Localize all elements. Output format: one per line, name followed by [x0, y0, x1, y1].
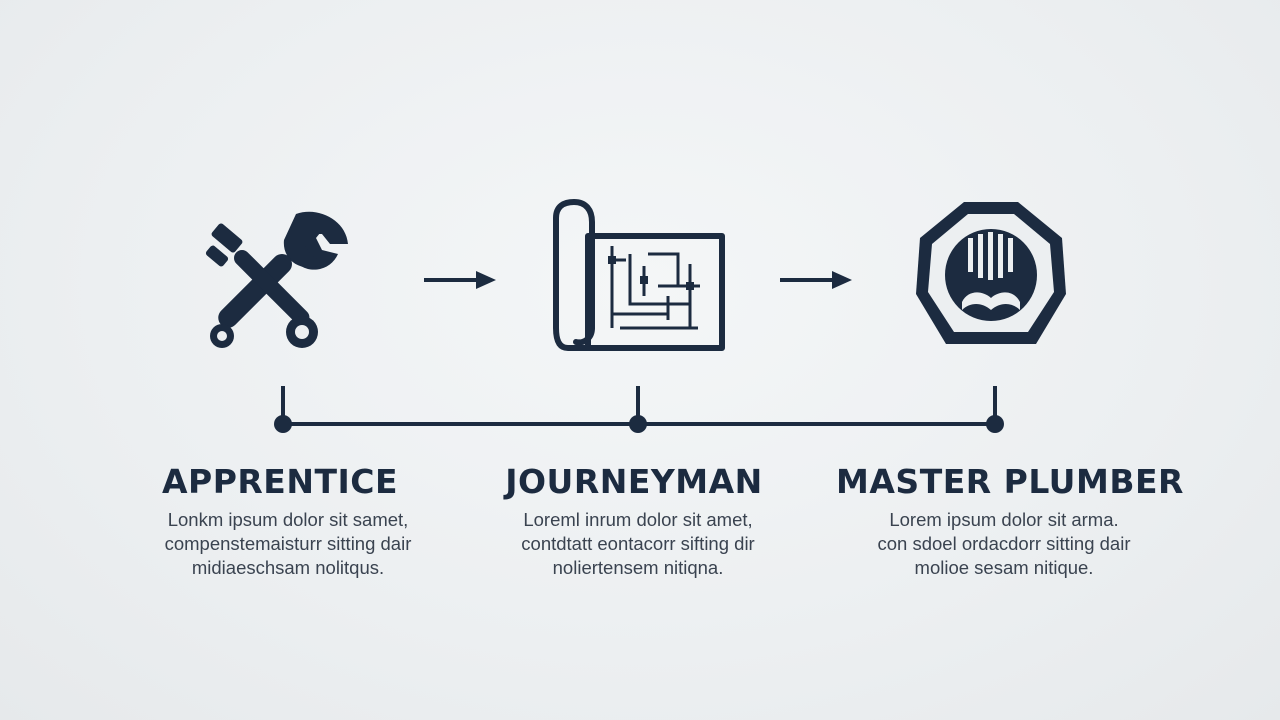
description-line: compenstemaisturr sitting dair: [164, 533, 412, 554]
description-line: noliertensem nitiqna.: [552, 557, 724, 578]
arrow-right-icon: [424, 271, 496, 289]
step-description-journeyman: Loreml inrum dolor sit amet, contdtatt e…: [478, 508, 798, 580]
description-line: midiaeschsam nolitqus.: [191, 557, 385, 578]
timeline-dot: [274, 415, 292, 433]
step-title-master-plumber: MASTER PLUMBER: [836, 462, 1184, 501]
description-line: contdtatt eontacorr sifting dir: [521, 533, 755, 554]
timeline-dot: [986, 415, 1004, 433]
step-description-master-plumber: Lorem ipsum dolor sit arma. con sdoel or…: [844, 508, 1164, 580]
description-line: Lorem ipsum dolor sit arma.: [889, 509, 1119, 530]
master-badge-icon: [916, 202, 1066, 344]
description-line: Loreml inrum dolor sit amet,: [523, 509, 753, 530]
step-title-apprentice: APPRENTICE: [161, 462, 399, 501]
description-line: Lonkm ipsum dolor sit samet,: [167, 509, 409, 530]
step-description-apprentice: Lonkm ipsum dolor sit samet, compenstema…: [128, 508, 448, 580]
description-line: con sdoel ordacdorr sitting dair: [877, 533, 1131, 554]
blueprint-scroll-icon: [553, 199, 725, 351]
step-title-journeyman: JOURNEYMAN: [505, 462, 763, 501]
description-line: molioe sesam nitique.: [914, 557, 1094, 578]
arrow-right-icon: [780, 271, 852, 289]
timeline-dot: [629, 415, 647, 433]
wrench-icon: [205, 211, 348, 348]
